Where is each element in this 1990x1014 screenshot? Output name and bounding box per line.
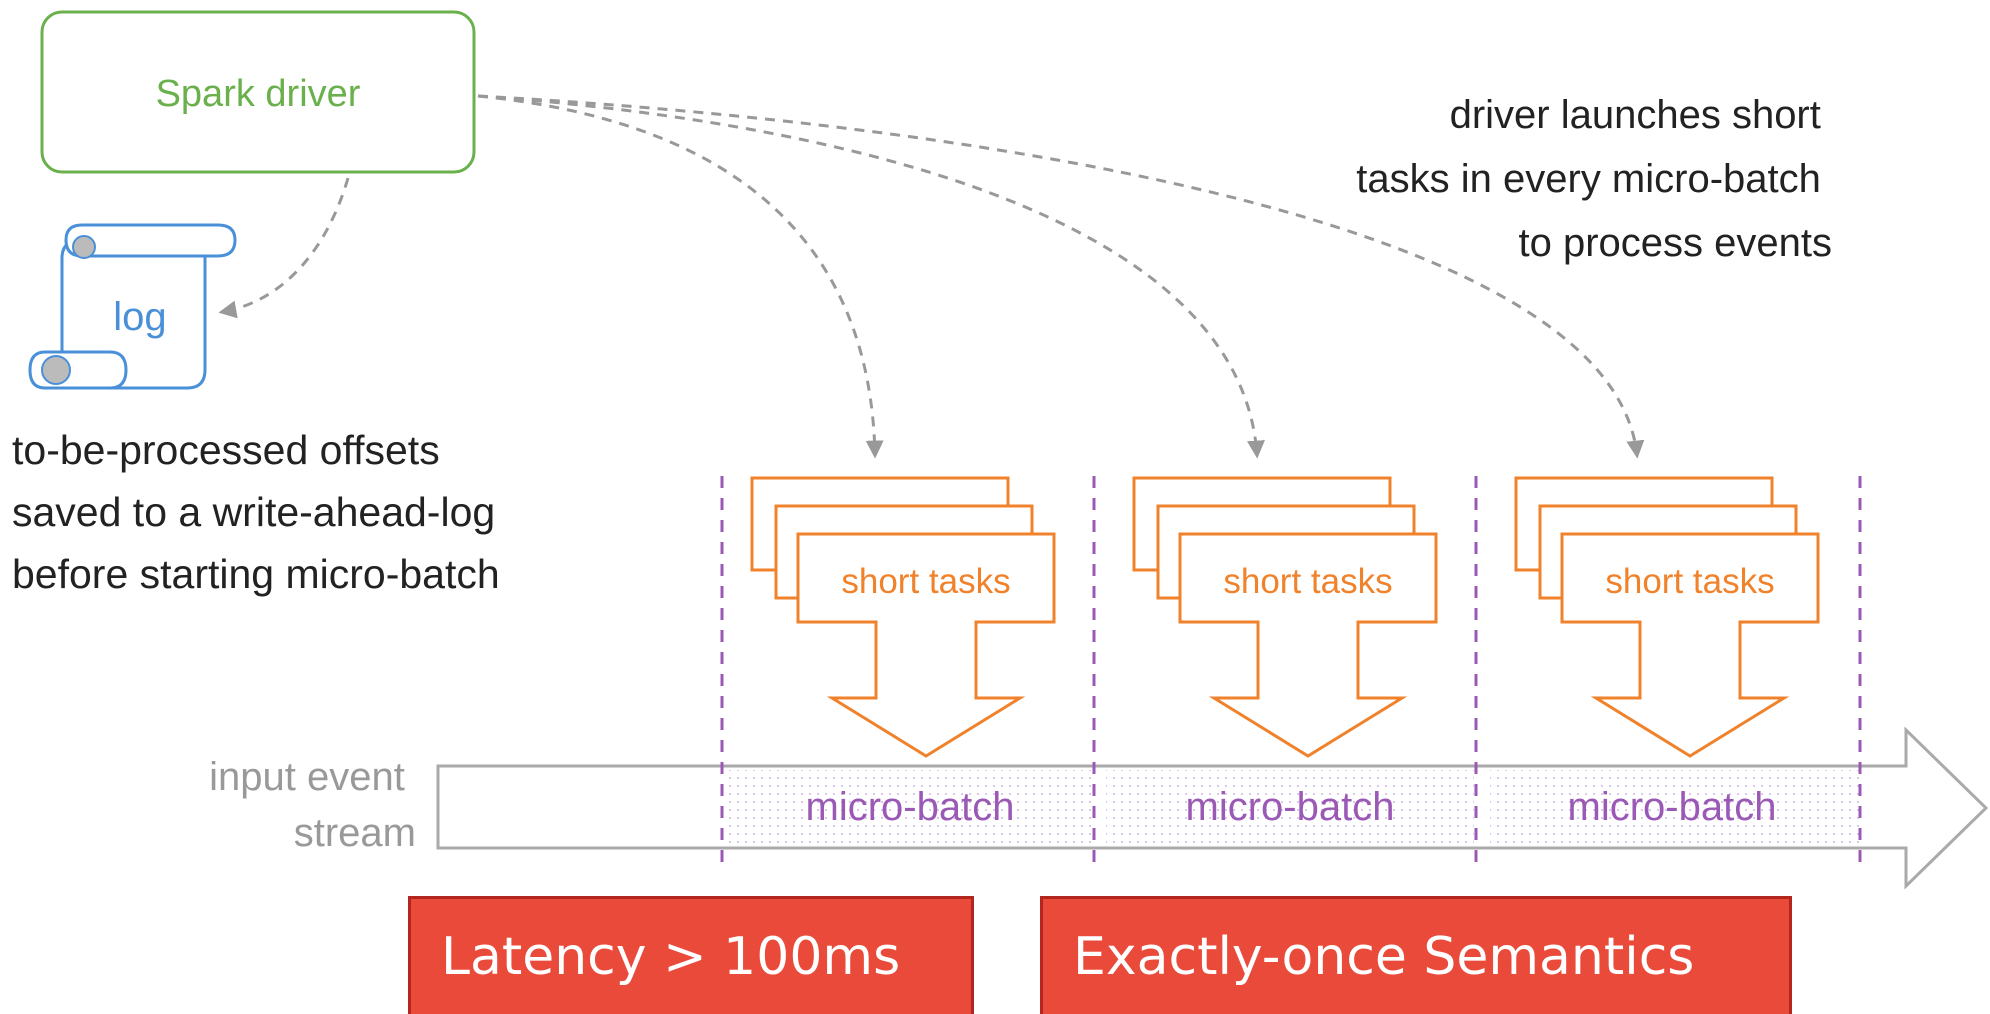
spark-driver-box: [40, 10, 476, 174]
log-scroll-bottom-curl: [41, 355, 71, 385]
log-scroll-top-curl: [72, 235, 96, 259]
latency-callout: Latency > 100ms: [408, 896, 974, 1014]
spark-driver-label: Spark driver: [156, 73, 361, 115]
semantics-callout-text: Exactly-once Semantics: [1073, 926, 1695, 987]
batch-1-task-stack: [750, 476, 1056, 758]
batch-3-label: micro-batch: [1568, 785, 1777, 829]
micro-batch-column-2: short tasks micro-batch: [1106, 476, 1474, 845]
latency-callout-text: Latency > 100ms: [441, 926, 901, 987]
stream-label: input event stream: [209, 755, 416, 855]
driver-to-log-arrow: [218, 177, 350, 319]
log-scroll-top-roll: [64, 223, 237, 258]
driver-note-line-2: tasks in every micro-batch: [1356, 157, 1821, 201]
micro-batch-column-1: short tasks micro-batch: [724, 476, 1092, 845]
driver-to-batch-1-arrow: [477, 94, 884, 459]
batch-1-label: micro-batch: [806, 785, 1015, 829]
log-label: log: [113, 295, 166, 339]
batch-1-tasks-label: short tasks: [841, 562, 1010, 601]
driver-to-batch-3-arrow: [477, 94, 1645, 459]
batch-3-tasks-label: short tasks: [1605, 562, 1774, 601]
micro-batch-column-3: short tasks micro-batch: [1490, 476, 1860, 845]
log-note: to-be-processed offsets saved to a write…: [12, 427, 507, 597]
stream-label-line-2: stream: [294, 811, 416, 855]
batch-1-task-arrow: [796, 532, 1056, 758]
driver-to-batch-2-arrow: [477, 94, 1265, 459]
batch-2-task-stack: [1132, 476, 1438, 758]
log-note-line-1: to-be-processed offsets: [12, 427, 440, 473]
log-scroll-icon: log: [28, 223, 237, 390]
stream-label-line-1: input event: [209, 755, 405, 799]
log-note-line-2: saved to a write-ahead-log: [12, 489, 495, 535]
spark-driver-node: Spark driver: [40, 10, 476, 174]
log-note-line-3: before starting micro-batch: [12, 551, 500, 597]
dispatch-arrows: [218, 94, 1645, 459]
batch-3-task-arrow: [1560, 532, 1820, 758]
driver-note-line-3: to process events: [1519, 221, 1833, 265]
driver-note-line-1: driver launches short: [1450, 93, 1821, 137]
driver-note: driver launches short tasks in every mic…: [1356, 93, 1832, 265]
batch-2-label: micro-batch: [1186, 785, 1395, 829]
batch-3-task-stack: [1514, 476, 1820, 758]
batch-1-dots: [724, 770, 1092, 845]
batch-2-task-arrow: [1178, 532, 1438, 758]
semantics-callout: Exactly-once Semantics: [1040, 896, 1792, 1014]
batch-3-dots: [1490, 770, 1860, 845]
batch-2-tasks-label: short tasks: [1223, 562, 1392, 601]
batch-2-dots: [1106, 770, 1474, 845]
